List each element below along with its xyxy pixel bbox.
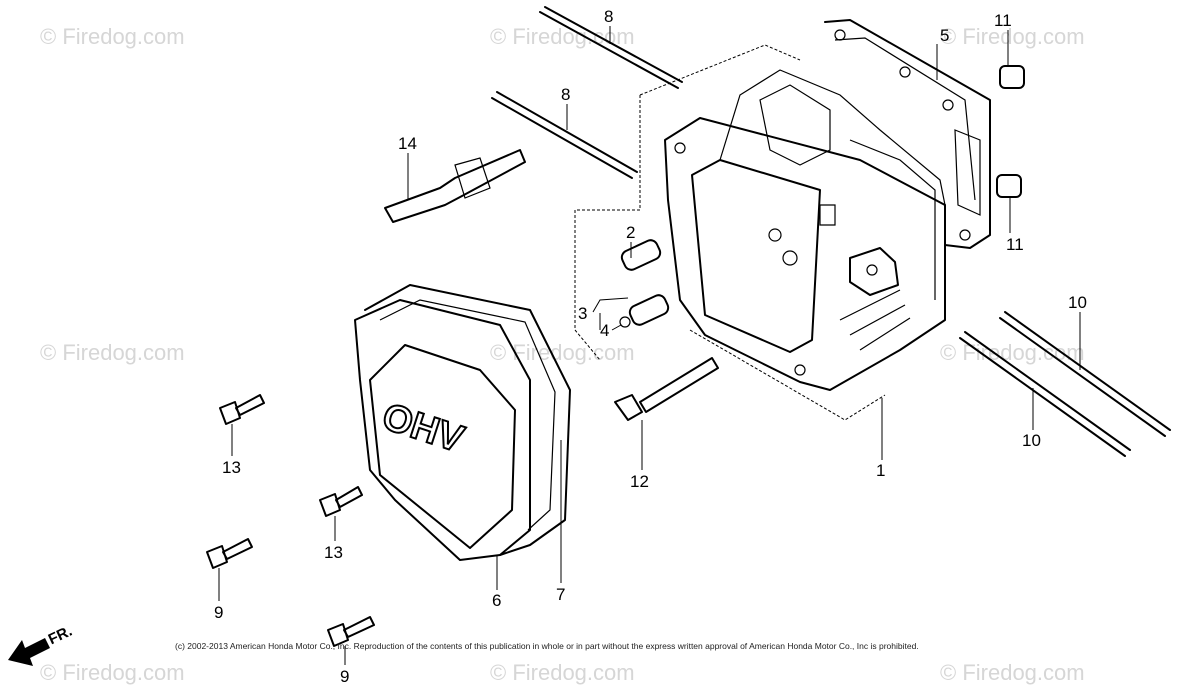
callout-6: 6 [492,591,501,610]
callout-4: 4 [600,321,609,340]
callout-8: 8 [561,85,570,104]
long-studs [959,311,1171,457]
arrow-icon [8,638,50,666]
callouts: 8 8 14 2 3 4 5 11 11 10 10 1 12 13 13 9 … [214,7,1087,686]
callout-10: 10 [1022,431,1041,450]
callout-9: 9 [340,667,349,686]
dowel-pins [996,65,1025,198]
spark-plug [384,149,526,223]
watermark: © Firedog.com [940,24,1085,49]
leader-lines [218,26,1081,665]
valve-guides [619,239,670,328]
watermark: © Firedog.com [490,660,635,685]
callout-9: 9 [214,603,223,622]
callout-1: 1 [876,461,885,480]
head-gasket [824,19,991,249]
callout-11: 11 [994,11,1012,30]
callout-13: 13 [222,458,241,477]
watermark: © Firedog.com [40,24,185,49]
callout-11: 11 [1006,235,1024,254]
copyright-notice: (c) 2002-2013 American Honda Motor Co., … [175,641,919,651]
callout-13: 13 [324,543,343,562]
cylinder-head [664,69,946,391]
flange-bolt [614,357,719,421]
callout-2: 2 [626,223,635,242]
cover-embossed-text: OHV [377,396,469,462]
stud-bolts [491,6,683,179]
callout-12: 12 [630,472,649,491]
watermark: © Firedog.com [940,660,1085,685]
callout-7: 7 [556,585,565,604]
callout-8: 8 [604,7,613,26]
assembly-bracket [574,44,886,421]
watermark: © Firedog.com [490,340,635,365]
direction-label: FR. [46,623,75,649]
watermark: © Firedog.com [40,660,185,685]
watermark: © Firedog.com [40,340,185,365]
small-bolts [206,394,375,647]
callout-10: 10 [1068,293,1087,312]
callout-14: 14 [398,134,417,153]
callout-3: 3 [578,304,587,323]
head-cover: OHV [354,299,531,561]
callout-5: 5 [940,26,949,45]
